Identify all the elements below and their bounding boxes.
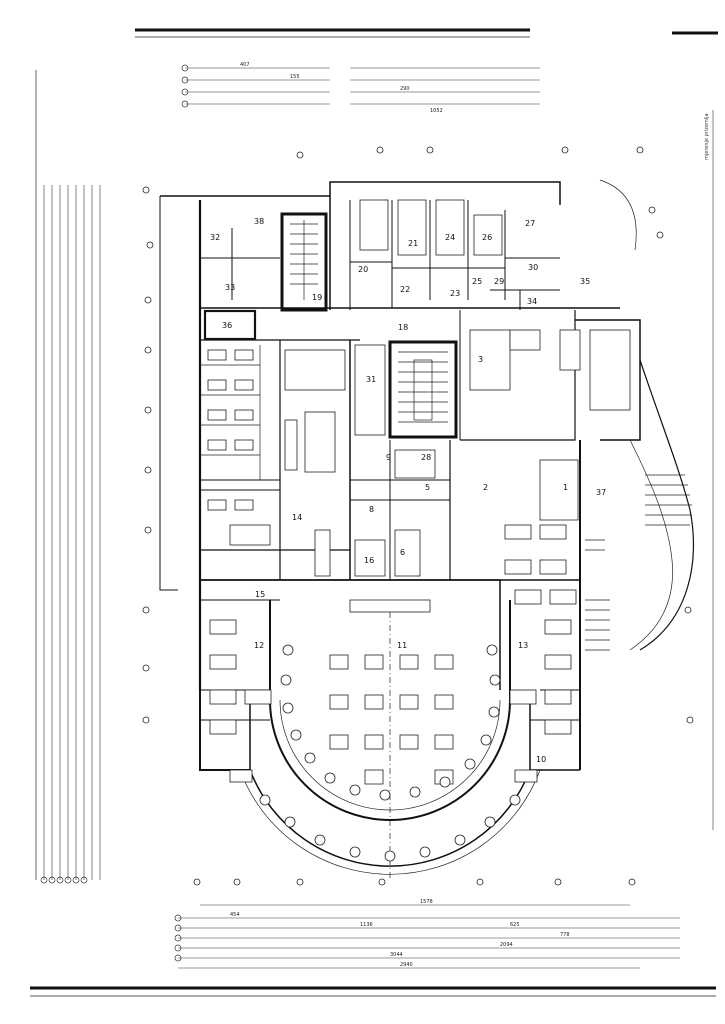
right-dimension-line: mjerenje prizemlja xyxy=(704,110,714,830)
room-label-2: 2 xyxy=(483,483,488,492)
room-label-27: 27 xyxy=(525,219,535,228)
building-walls xyxy=(159,181,641,771)
room-label-29: 29 xyxy=(494,277,504,286)
room-label-32: 32 xyxy=(210,233,220,242)
left-dimension-chain xyxy=(40,185,101,884)
room-label-9: 9 xyxy=(386,453,391,462)
kitchen-equipment xyxy=(229,199,631,577)
room-labels: 1 2 3 5 6 8 9 10 11 12 13 14 15 16 18 19… xyxy=(210,217,606,764)
top-dim-1: 407 xyxy=(240,62,250,68)
room-label-16: 16 xyxy=(364,556,374,565)
right-steps xyxy=(585,539,610,651)
room-label-10: 10 xyxy=(536,755,546,764)
room-label-24: 24 xyxy=(445,233,455,242)
room-label-30: 30 xyxy=(528,263,538,272)
bottom-dimension-chain: 1578 454 1136 625 3044 2094 778 2940 xyxy=(174,899,680,969)
room-label-34: 34 xyxy=(527,297,537,306)
room-label-6: 6 xyxy=(400,548,405,557)
room-label-5: 5 xyxy=(425,483,430,492)
room-label-21: 21 xyxy=(408,239,418,248)
bottom-dim-5: 3044 xyxy=(390,952,403,958)
room-label-38: 38 xyxy=(254,217,264,226)
room-label-31: 31 xyxy=(366,375,376,384)
axis-markers xyxy=(142,146,694,886)
bottom-dim-2: 454 xyxy=(230,912,240,918)
side-tables xyxy=(209,524,577,783)
room-label-8: 8 xyxy=(369,505,374,514)
room-label-22: 22 xyxy=(400,285,410,294)
stair-core-left xyxy=(280,212,328,312)
room-label-25: 25 xyxy=(472,277,482,286)
room-label-28: 28 xyxy=(421,453,431,462)
top-dimension-chain: 407 155 290 1052 xyxy=(181,62,540,114)
top-dim-4: 1052 xyxy=(430,108,443,114)
room-label-18: 18 xyxy=(398,323,408,332)
curved-seating xyxy=(259,644,521,862)
bottom-dim-4: 625 xyxy=(510,922,520,928)
hall-tables xyxy=(329,654,454,785)
bottom-dim-3: 1136 xyxy=(360,922,373,928)
bottom-dim-1: 1578 xyxy=(420,899,433,905)
room-label-14: 14 xyxy=(292,513,302,522)
room-label-20: 20 xyxy=(358,265,368,274)
room-label-15: 15 xyxy=(255,590,265,599)
room-label-11: 11 xyxy=(397,641,407,650)
room-label-37: 37 xyxy=(596,488,606,497)
right-label: mjerenje prizemlja xyxy=(704,113,710,160)
room-label-26: 26 xyxy=(482,233,492,242)
top-dim-2: 155 xyxy=(290,74,300,80)
bottom-dim-6: 2094 xyxy=(500,942,513,948)
main-hall xyxy=(239,599,541,880)
top-dim-3: 290 xyxy=(400,86,410,92)
room-label-13: 13 xyxy=(518,641,528,650)
room-label-19: 19 xyxy=(312,293,322,302)
room-label-33: 33 xyxy=(225,283,235,292)
toilet-fixtures xyxy=(207,349,254,511)
page-frame xyxy=(30,28,718,997)
stair-core-center xyxy=(388,340,458,439)
room-label-1: 1 xyxy=(563,483,568,492)
room-label-12: 12 xyxy=(254,641,264,650)
bottom-dim-8: 2940 xyxy=(400,962,413,968)
bottom-dim-7: 778 xyxy=(560,932,570,938)
room-label-35: 35 xyxy=(580,277,590,286)
terrace xyxy=(599,179,695,651)
room-label-23: 23 xyxy=(450,289,460,298)
room-label-3: 3 xyxy=(478,355,483,364)
room-36-box xyxy=(203,309,257,341)
room-label-36: 36 xyxy=(222,321,232,330)
